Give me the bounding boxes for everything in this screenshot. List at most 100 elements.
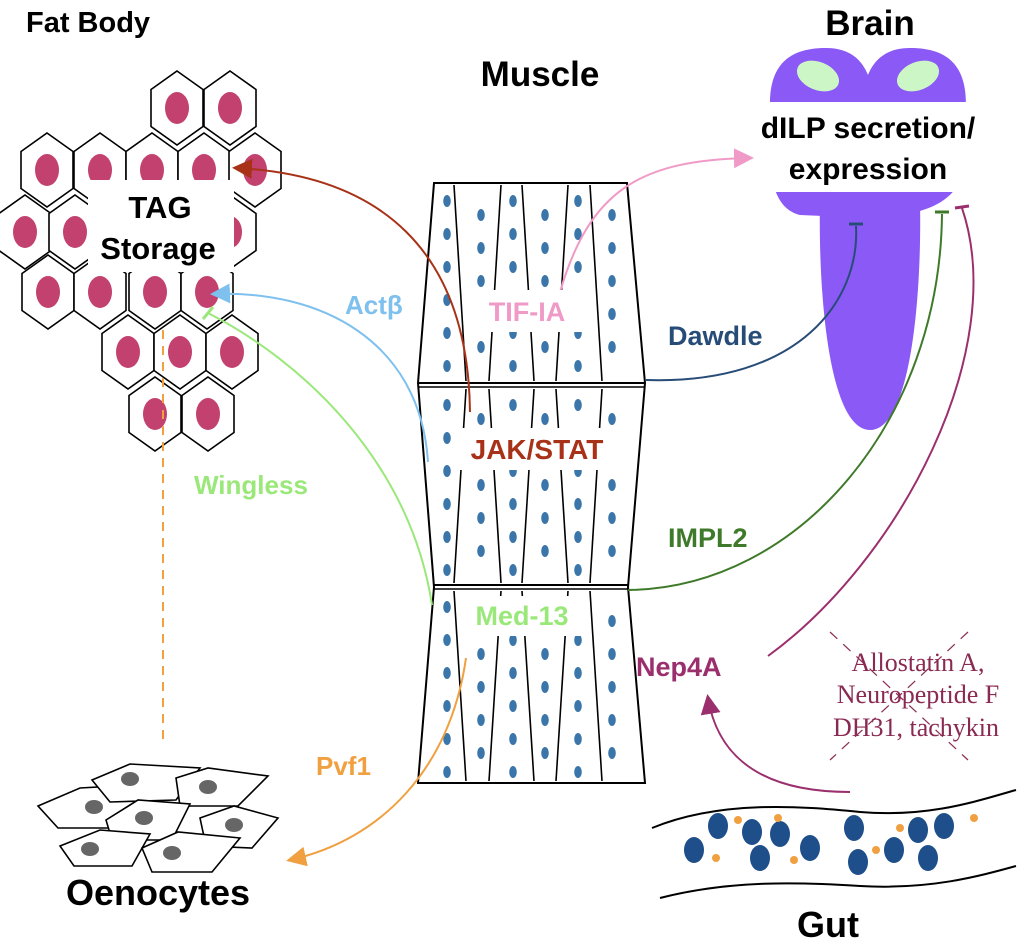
wingless-label: Wingless bbox=[194, 470, 308, 500]
fat-body-nucleus bbox=[63, 216, 87, 248]
oenocyte-nucleus bbox=[81, 842, 99, 856]
jakstat-arrow bbox=[232, 158, 471, 413]
muscle-nucleus bbox=[477, 479, 485, 491]
muscle-nucleus bbox=[574, 634, 582, 646]
muscle-nucleus bbox=[574, 261, 582, 273]
muscle-nucleus bbox=[608, 242, 616, 254]
muscle-fiber-line bbox=[589, 590, 603, 782]
tifia-arrow bbox=[559, 148, 754, 293]
med13-label: Med-13 bbox=[475, 601, 568, 631]
oenocyte-nucleus bbox=[85, 800, 103, 814]
muscle-nucleus bbox=[477, 681, 485, 693]
muscle-nucleus bbox=[509, 667, 517, 679]
fat-body-nucleus bbox=[88, 154, 112, 186]
muscle-nucleus bbox=[477, 648, 485, 660]
gut-cell bbox=[918, 845, 938, 871]
muscle-fiber-line bbox=[521, 388, 535, 584]
muscle-fiber-line bbox=[488, 388, 502, 584]
oenocyte-nucleus bbox=[199, 780, 217, 794]
gut-to-nep4a-arrow bbox=[700, 694, 851, 793]
muscle-nucleus bbox=[574, 195, 582, 207]
fat-body-title: Fat Body bbox=[26, 7, 150, 39]
muscle-nucleus bbox=[443, 327, 451, 339]
fat-body-nucleus bbox=[195, 276, 219, 308]
muscle-nucleus bbox=[608, 615, 616, 627]
muscle-nucleus bbox=[608, 479, 616, 491]
oenocyte-nucleus bbox=[121, 772, 139, 786]
muscle-nucleus bbox=[541, 545, 549, 557]
muscle-nucleus bbox=[443, 667, 451, 679]
dilp-label: dILP secretion/ bbox=[761, 112, 976, 145]
peptide-line: Neuropeptide F bbox=[837, 680, 999, 709]
muscle-nucleus bbox=[477, 545, 485, 557]
muscle-nucleus bbox=[608, 275, 616, 287]
gut-cell bbox=[742, 819, 762, 845]
muscle-nucleus bbox=[608, 413, 616, 425]
impl2-inhibition bbox=[627, 213, 943, 591]
gut-dot bbox=[790, 856, 798, 864]
fat-body-nucleus bbox=[36, 276, 60, 308]
muscle-nucleus bbox=[509, 195, 517, 207]
oenocyte-cell bbox=[175, 767, 270, 807]
gut-cell bbox=[934, 813, 954, 839]
gut-cell bbox=[844, 815, 864, 841]
muscle-fiber-line bbox=[589, 184, 603, 382]
muscle-nucleus bbox=[509, 766, 517, 778]
muscle-nucleus bbox=[509, 261, 517, 273]
muscle-nucleus bbox=[443, 766, 451, 778]
wingless-inhibition-bar bbox=[201, 306, 215, 320]
muscle-nucleus bbox=[477, 413, 485, 425]
muscle-nucleus bbox=[574, 531, 582, 543]
muscle-nucleus bbox=[541, 747, 549, 759]
gut-cells bbox=[684, 813, 978, 875]
dilp-label: expression bbox=[789, 153, 947, 186]
muscle-nucleus bbox=[608, 512, 616, 524]
fat-body-nucleus bbox=[143, 398, 167, 430]
muscle-nucleus bbox=[541, 242, 549, 254]
muscle-fiber-line bbox=[488, 184, 502, 382]
dawdle-inhibition bbox=[645, 225, 858, 382]
muscle-nucleus bbox=[443, 399, 451, 411]
oenocytes-title: Oenocytes bbox=[66, 872, 250, 913]
muscle-nucleus bbox=[443, 195, 451, 207]
jakstat-label: JAK/STAT bbox=[471, 434, 604, 465]
brain-ventral-nerve-cord bbox=[819, 200, 921, 430]
muscle-nucleus bbox=[443, 531, 451, 543]
gut-cell bbox=[770, 821, 790, 847]
muscle-nucleus bbox=[509, 531, 517, 543]
muscle-nucleus bbox=[443, 634, 451, 646]
peptide-line: DH31, tachykin bbox=[833, 713, 999, 742]
muscle-nucleus bbox=[574, 766, 582, 778]
med13-label-pad bbox=[458, 596, 586, 636]
muscle-nucleus bbox=[477, 341, 485, 353]
brain-lobe bbox=[796, 60, 840, 92]
fat-body-nucleus bbox=[192, 154, 216, 186]
oenocyte-nucleus bbox=[163, 846, 181, 860]
oenocyte-cell bbox=[140, 831, 242, 873]
tag-storage-box bbox=[88, 180, 234, 272]
fat-body-nucleus bbox=[116, 336, 140, 368]
fat-body-nucleus bbox=[220, 336, 244, 368]
muscle-nucleus bbox=[477, 512, 485, 524]
fat-body-nucleus bbox=[140, 154, 164, 186]
muscle-nucleus bbox=[443, 601, 451, 613]
muscle-nucleus bbox=[509, 564, 517, 576]
gut-organ bbox=[651, 789, 1017, 899]
muscle-nucleus bbox=[608, 648, 616, 660]
tag-storage-label: TAG bbox=[128, 190, 191, 225]
muscle-nucleus bbox=[443, 564, 451, 576]
muscle-nucleus bbox=[541, 479, 549, 491]
fat-body-nucleus bbox=[143, 276, 167, 308]
actb-arrow bbox=[210, 283, 429, 463]
muscle-nucleus bbox=[608, 747, 616, 759]
gut-cell bbox=[884, 837, 904, 863]
muscle-nucleus bbox=[574, 700, 582, 712]
muscle-nucleus bbox=[608, 308, 616, 320]
muscle-tissue bbox=[416, 182, 647, 784]
nep4a-label: Nep4A bbox=[636, 652, 722, 682]
muscle-nucleus bbox=[443, 700, 451, 712]
brain-title: Brain bbox=[825, 4, 914, 43]
muscle-nucleus bbox=[509, 228, 517, 240]
nep4a-inhibition bbox=[767, 207, 975, 657]
muscle-nucleus bbox=[477, 242, 485, 254]
